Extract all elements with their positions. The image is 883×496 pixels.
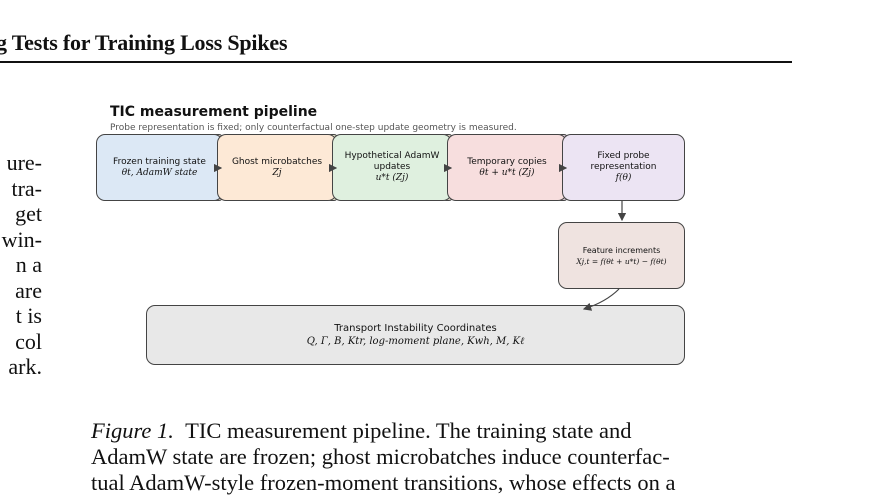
adamw-math: u*t (Zj) (375, 173, 409, 183)
caption-line-2: AdamW state are frozen; ghost microbatch… (91, 444, 670, 469)
left-line: col (15, 328, 42, 354)
left-line: t is (15, 303, 42, 328)
adamw-title: Hypothetical AdamW (344, 151, 440, 161)
tic-math: Q, Γ, B, Ktr, log-moment plane, Kwh, M, … (306, 336, 525, 347)
running-title: g Tests for Training Loss Spikes (0, 30, 288, 55)
fixed-probe-box: Fixed probe representation f(θ) (562, 134, 685, 201)
tic-box: Transport Instability Coordinates Q, Γ, … (146, 305, 685, 365)
temporary-title: Temporary copies (467, 156, 547, 167)
probe-title-2: representation (590, 162, 657, 172)
temporary-copies-box: Temporary copies θt + u*t (Zj) (447, 134, 567, 201)
figure-title: TIC measurement pipeline (110, 104, 318, 120)
left-line: tra- (11, 175, 42, 201)
frozen-state-box: Frozen training state θt, AdamW state (96, 134, 223, 201)
caption-line-1: Figure 1. TIC measurement pipeline. The … (91, 418, 801, 444)
left-line: ure- (6, 150, 42, 175)
caption-text-1: TIC measurement pipeline. The training s… (185, 418, 632, 443)
left-line: ark. (8, 354, 42, 379)
left-line: get (15, 201, 42, 226)
left-line: are (15, 277, 42, 303)
left-column-fragments: ure- tra- get win- n a are t is col ark. (2, 150, 42, 380)
temporary-math: θt + u*t (Zj) (479, 167, 535, 178)
caption-line-3: tual AdamW-style frozen-moment transitio… (91, 470, 676, 495)
caption-label: Figure 1. (91, 418, 174, 443)
probe-math: f(θ) (615, 173, 632, 183)
feature-increments-box: Feature increments Xj,t = f(θt + u*t) − … (558, 222, 685, 289)
arrow-feature-to-tic (582, 288, 620, 311)
figure-subtitle: Probe representation is fixed; only coun… (110, 123, 517, 133)
ghost-title: Ghost microbatches (231, 156, 323, 167)
adamw-updates-box: Hypothetical AdamW updates u*t (Zj) (332, 134, 452, 201)
adamw-title-2: updates (373, 162, 411, 172)
tic-title: Transport Instability Coordinates (334, 323, 497, 334)
feature-math: Xj,t = f(θt + u*t) − f(θt) (576, 256, 667, 266)
left-line: n a (15, 252, 42, 277)
header-rule (0, 61, 792, 63)
frozen-state-math: θt, AdamW state (121, 167, 198, 178)
figure-caption: Figure 1. TIC measurement pipeline. The … (91, 418, 801, 496)
feature-title: Feature increments (582, 245, 661, 255)
probe-title: Fixed probe (597, 151, 650, 161)
left-line: win- (1, 226, 42, 252)
frozen-state-title: Frozen training state (113, 156, 206, 167)
ghost-math: Zj (272, 167, 282, 178)
ghost-microbatches-box: Ghost microbatches Zj (217, 134, 337, 201)
